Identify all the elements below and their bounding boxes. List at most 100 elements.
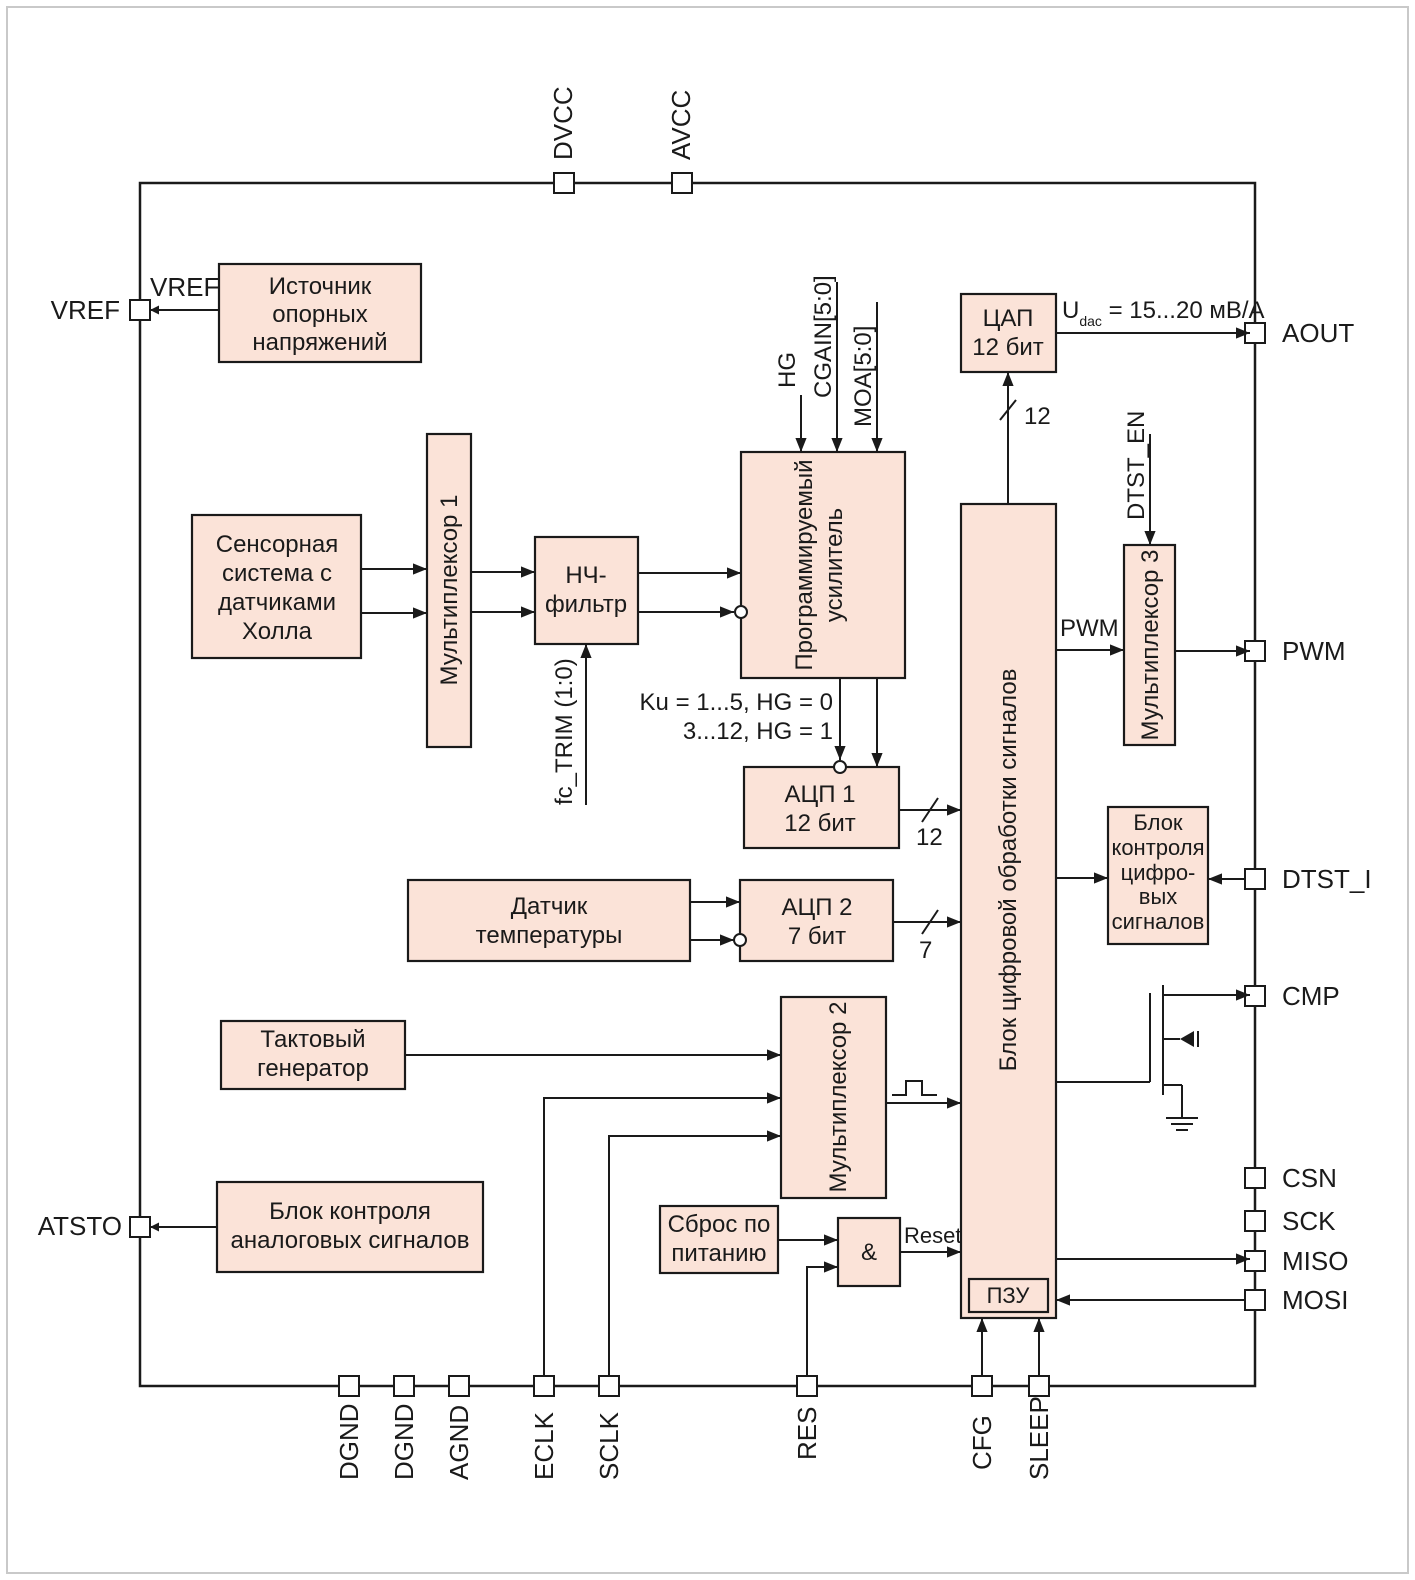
pin-label-pwm: PWM bbox=[1282, 636, 1346, 666]
digital-ctrl-line5: сигналов bbox=[1112, 909, 1205, 934]
signal-ku1-label: Ku = 1...5, HG = 0 bbox=[640, 689, 833, 716]
pin-sleep bbox=[1028, 1375, 1050, 1397]
digital-ctrl-line3: цифро- bbox=[1121, 860, 1196, 885]
ref-voltage-line3: напряжений bbox=[252, 329, 387, 356]
pin-sck bbox=[1244, 1210, 1266, 1232]
rom-label: ПЗУ bbox=[987, 1283, 1031, 1308]
pin-label-cfg: CFG bbox=[967, 1415, 997, 1470]
signal-dtst-en-label: DTST_EN bbox=[1123, 411, 1150, 520]
pin-label-eclk: ECLK bbox=[529, 1411, 559, 1480]
adc2-block bbox=[738, 878, 895, 963]
digital-ctrl-block bbox=[1106, 805, 1210, 946]
dac-line1: ЦАП bbox=[983, 305, 1034, 332]
prog-amp-line1: Программируемый bbox=[791, 459, 818, 670]
prog-amp-block bbox=[739, 450, 907, 680]
clock-gen-block bbox=[219, 1019, 407, 1091]
adc2-inverting-input bbox=[733, 933, 747, 947]
pin-label-aout: AOUT bbox=[1282, 318, 1354, 348]
power-reset-line2: питанию bbox=[671, 1240, 766, 1267]
pin-sclk bbox=[598, 1375, 620, 1397]
signal-moa-label: MOA[5:0] bbox=[850, 326, 877, 427]
pin-label-dgnd-1: DGND bbox=[334, 1403, 364, 1480]
hall-sensor-line3: датчиками bbox=[218, 589, 336, 616]
signal-adc2-bus-label: 7 bbox=[919, 937, 932, 964]
mux2-label: Мультиплексор 2 bbox=[825, 1002, 852, 1193]
signal-adc1-bus-label: 12 bbox=[916, 824, 943, 851]
udac-rest: = 15...20 мВ/А bbox=[1102, 297, 1265, 324]
and-gate-label: & bbox=[861, 1239, 877, 1266]
pin-label-csn: CSN bbox=[1282, 1163, 1337, 1193]
clock-gen-line2: генератор bbox=[257, 1055, 369, 1082]
power-reset-line1: Сброс по bbox=[668, 1211, 771, 1238]
amp-inverting-input bbox=[734, 605, 748, 619]
ref-voltage-block bbox=[217, 262, 423, 364]
pin-label-sclk: SCLK bbox=[594, 1411, 624, 1480]
pin-label-res: RES bbox=[792, 1407, 822, 1460]
pin-csn bbox=[1244, 1167, 1266, 1189]
dac-block bbox=[959, 292, 1058, 374]
clock-gen-line1: Тактовый bbox=[260, 1026, 365, 1053]
dsp-label: Блок цифровой обработки сигналов bbox=[995, 669, 1022, 1072]
udac-sub: dac bbox=[1079, 313, 1102, 329]
pin-label-dtst-i: DTST_I bbox=[1282, 864, 1372, 894]
adc1-line2: 12 бит bbox=[784, 810, 856, 837]
signal-dac-bus-label: 12 bbox=[1024, 403, 1051, 430]
signal-reset-label: Reset bbox=[904, 1223, 961, 1248]
pin-dtst-i bbox=[1244, 868, 1266, 890]
pin-label-sleep: SLEEP bbox=[1024, 1396, 1054, 1480]
hall-sensor-block bbox=[190, 513, 363, 660]
signal-vref-label: VREF bbox=[150, 272, 219, 302]
adc1-block bbox=[742, 765, 901, 850]
temp-sensor-line2: температуры bbox=[476, 922, 623, 949]
bus-slash-adc1 bbox=[921, 797, 939, 823]
clock-pulse-symbol bbox=[892, 1080, 937, 1096]
mux1-block bbox=[425, 432, 473, 749]
analog-ctrl-line2: аналоговых сигналов bbox=[231, 1227, 470, 1254]
mux2-block bbox=[779, 995, 888, 1200]
analog-ctrl-block bbox=[215, 1180, 485, 1274]
wire-res-and bbox=[806, 1261, 838, 1376]
adc1-line1: АЦП 1 bbox=[784, 781, 855, 808]
signal-hg-label: HG bbox=[774, 352, 801, 388]
pin-mosi bbox=[1244, 1289, 1266, 1311]
temp-sensor-line1: Датчик bbox=[511, 893, 588, 920]
mux1-label: Мультиплексор 1 bbox=[436, 495, 463, 686]
wire-eclk-mux2 bbox=[543, 1092, 781, 1376]
lpf-line1: НЧ- bbox=[565, 562, 606, 589]
signal-ku2-label: 3...12, HG = 1 bbox=[683, 718, 833, 745]
pin-vref bbox=[129, 299, 151, 321]
dac-line2: 12 бит bbox=[972, 334, 1044, 361]
ref-voltage-line2: опорных bbox=[272, 301, 368, 328]
pin-label-cmp: CMP bbox=[1282, 981, 1340, 1011]
pin-label-sck: SCK bbox=[1282, 1206, 1336, 1236]
adc2-line1: АЦП 2 bbox=[781, 894, 852, 921]
pin-label-agnd: AGND bbox=[444, 1405, 474, 1480]
wire-sclk-mux2 bbox=[608, 1130, 781, 1376]
dsp-block bbox=[959, 502, 1058, 1320]
pin-dgnd-2 bbox=[393, 1375, 415, 1397]
pin-miso bbox=[1244, 1250, 1266, 1272]
adc2-line2: 7 бит bbox=[788, 923, 846, 950]
hall-sensor-line4: Холла bbox=[242, 618, 313, 645]
pin-avcc bbox=[671, 172, 693, 194]
hall-sensor-line1: Сенсорная bbox=[216, 531, 339, 558]
cmp-transistor bbox=[1056, 985, 1250, 1131]
temp-sensor-block bbox=[406, 878, 692, 963]
pin-label-atsto: ATSTO bbox=[38, 1211, 122, 1241]
pin-cfg bbox=[971, 1375, 993, 1397]
udac-main: U bbox=[1062, 297, 1079, 324]
pin-label-avcc: AVCC bbox=[666, 90, 696, 160]
pin-label-mosi: MOSI bbox=[1282, 1285, 1348, 1315]
lpf-line2: фильтр bbox=[545, 591, 627, 618]
digital-ctrl-line1: Блок bbox=[1133, 810, 1183, 835]
pin-label-miso: MISO bbox=[1282, 1246, 1348, 1276]
digital-ctrl-line2: контроля bbox=[1111, 835, 1204, 860]
bus-slash-adc2 bbox=[921, 909, 939, 935]
analog-ctrl-line1: Блок контроля bbox=[269, 1198, 431, 1225]
lpf-block bbox=[533, 535, 640, 646]
bus-slash-dac bbox=[999, 399, 1017, 421]
pin-atsto bbox=[129, 1216, 151, 1238]
pin-dvcc bbox=[553, 172, 575, 194]
pin-eclk bbox=[533, 1375, 555, 1397]
